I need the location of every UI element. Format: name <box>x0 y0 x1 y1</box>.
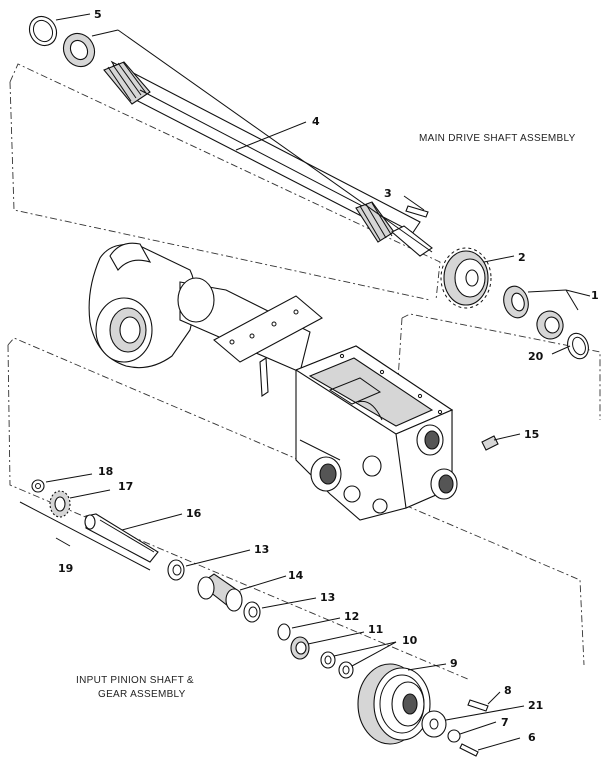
callout-1: 1 <box>591 289 599 302</box>
caption-input-pinion-line-2: GEAR ASSEMBLY <box>98 689 186 700</box>
caption-input-pinion-line-1: INPUT PINION SHAFT & <box>76 675 194 686</box>
leader-lines <box>19 13 591 751</box>
callout-21: 21 <box>528 699 543 712</box>
main-drive-assembly-outline <box>9 63 441 301</box>
cover-part-9 <box>357 663 431 745</box>
callout-6: 6 <box>528 731 536 744</box>
washer-part-13-lower <box>243 601 261 623</box>
callout-3: 3 <box>384 187 392 200</box>
callout-20: 20 <box>528 350 544 363</box>
callout-17: 17 <box>118 480 133 493</box>
callout-15: 15 <box>524 428 539 441</box>
washer-part-13-upper <box>167 559 185 581</box>
bearing-part-1 <box>503 285 564 340</box>
callout-9: 9 <box>450 657 458 670</box>
seal-part-10 <box>320 651 354 679</box>
gearbox-housing <box>88 242 458 521</box>
bearing-part-11 <box>290 636 310 660</box>
callout-4: 4 <box>312 115 320 128</box>
pinion-gear-part-17 <box>49 490 71 518</box>
dowel-pin-part-8 <box>467 699 489 712</box>
part-callouts: 1 2 3 4 5 6 7 8 9 10 11 12 13 13 14 15 1… <box>58 8 599 744</box>
callout-19: 19 <box>58 562 73 575</box>
set-screw-part-15 <box>481 435 499 451</box>
callout-12: 12 <box>344 610 359 623</box>
callout-10: 10 <box>402 634 418 647</box>
callout-11: 11 <box>368 623 383 636</box>
key-part-3 <box>405 205 429 218</box>
callout-5: 5 <box>94 8 102 21</box>
callout-14: 14 <box>288 569 304 582</box>
input-pinion-shaft-part-16 <box>84 513 159 563</box>
snap-ring-part-20 <box>567 332 589 360</box>
main-drive-shaft-part-4 <box>103 60 433 257</box>
right-bearing-outline <box>397 313 601 420</box>
washer-part-7 <box>447 729 461 743</box>
gear-part-2 <box>440 247 492 309</box>
snap-ring-part-5 <box>28 15 58 47</box>
callout-2: 2 <box>518 251 526 264</box>
callout-13b: 13 <box>320 591 335 604</box>
callout-13a: 13 <box>254 543 269 556</box>
assembly-captions: MAIN DRIVE SHAFT ASSEMBLY INPUT PINION S… <box>76 133 576 700</box>
callout-18: 18 <box>98 465 113 478</box>
bushing-part-14 <box>197 573 243 612</box>
retaining-ring-part-18 <box>31 479 45 493</box>
screw-part-6 <box>459 743 479 757</box>
washer-part-21 <box>421 710 447 738</box>
callout-16: 16 <box>186 507 202 520</box>
caption-main-drive-shaft: MAIN DRIVE SHAFT ASSEMBLY <box>419 133 576 144</box>
snap-ring-part-12 <box>277 623 291 641</box>
bearing-part-top <box>62 32 96 68</box>
callout-8: 8 <box>504 684 512 697</box>
callout-7: 7 <box>501 716 509 729</box>
